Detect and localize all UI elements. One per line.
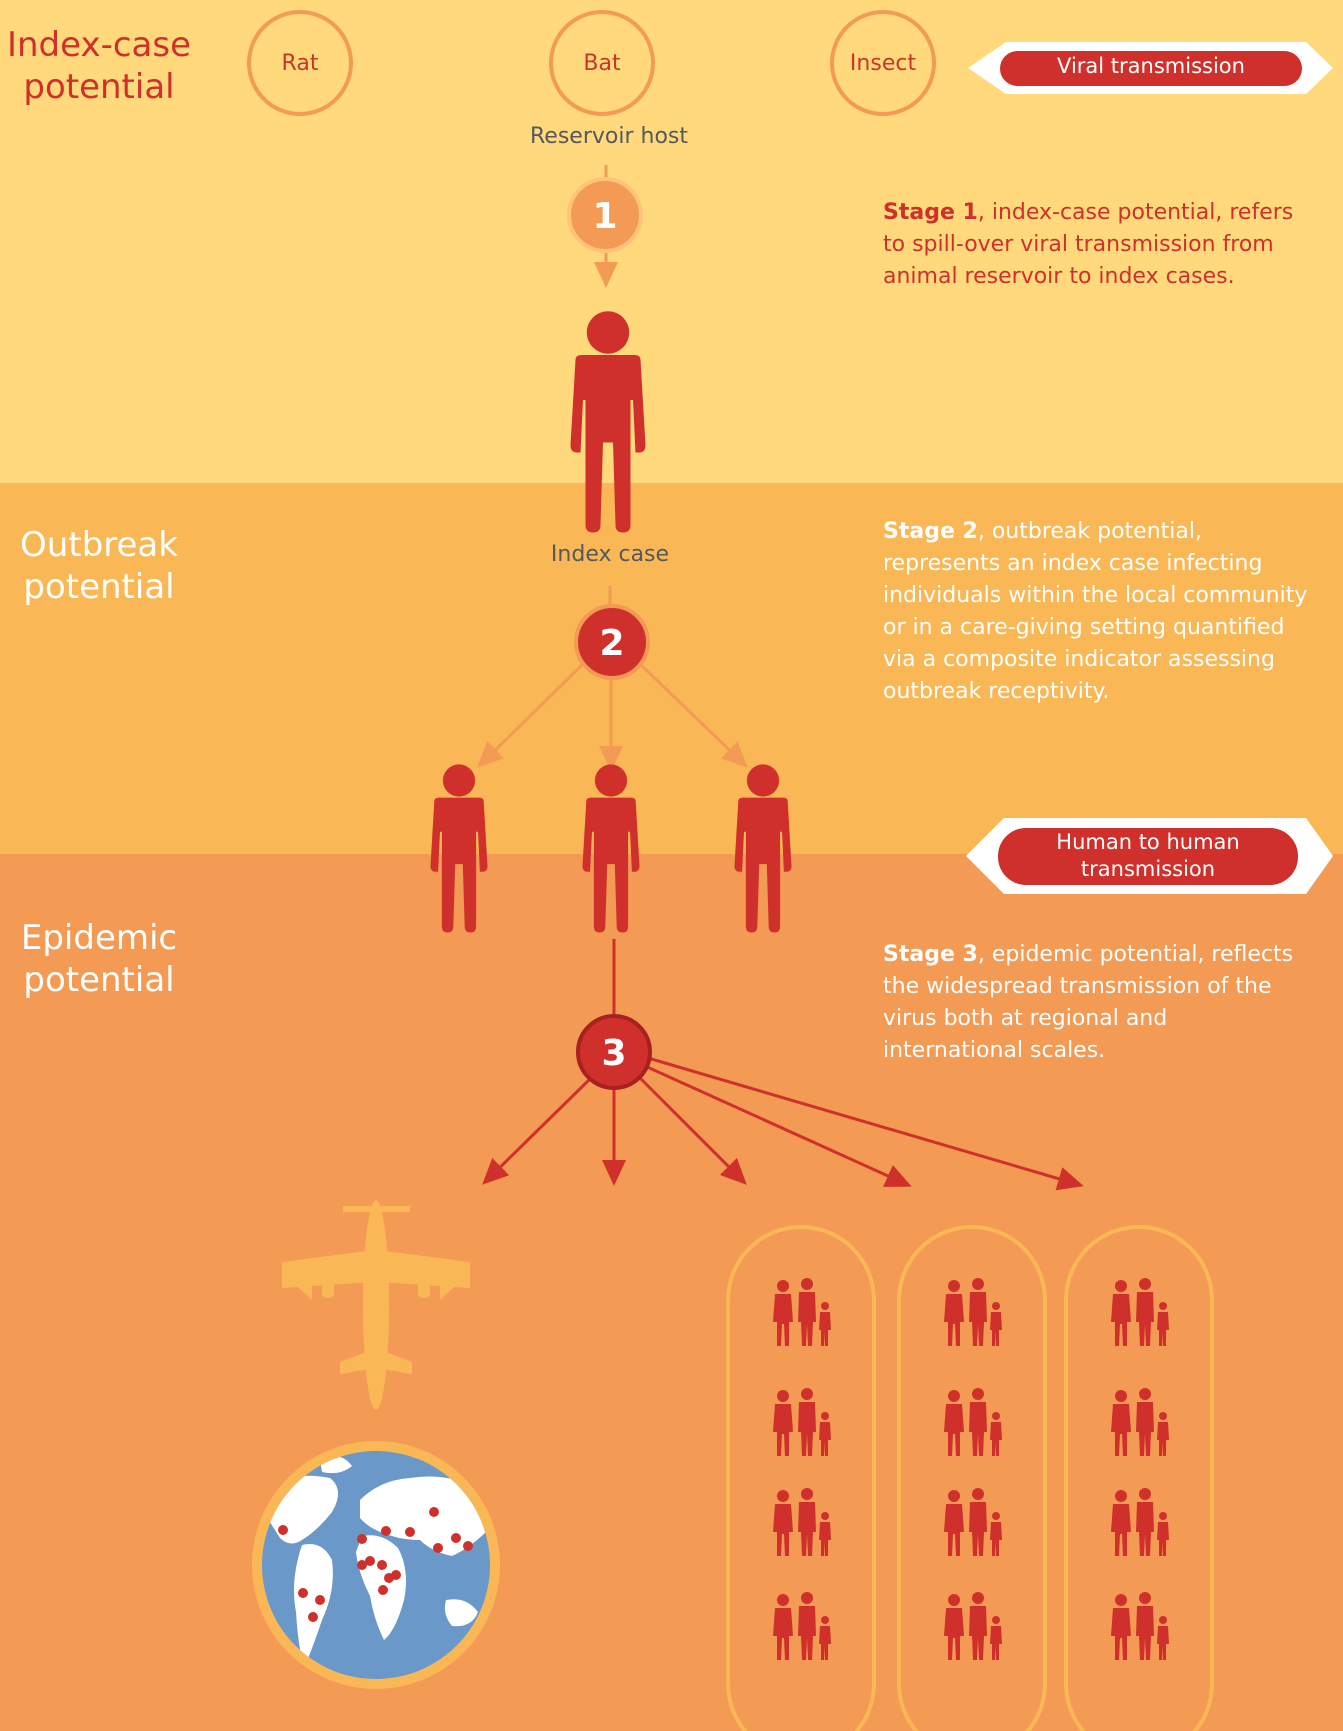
airplane-icon [282, 1200, 470, 1410]
stage-1-badge [567, 177, 643, 253]
contact-person-icon [734, 764, 792, 933]
stage-3-heading: Epidemic potential [20, 918, 178, 1000]
arrow-stage3 [644, 1064, 912, 1187]
stage-2-badge [574, 604, 650, 680]
reservoir-host-caption: Reservoir host [530, 124, 688, 149]
stage-1-heading: Index-case potential [6, 25, 192, 107]
index-case-person-icon [570, 311, 646, 533]
globe-icon [252, 1441, 500, 1689]
host-insect: Insect [830, 10, 936, 116]
stage-3-description: Stage 3, epidemic potential, reflects th… [883, 939, 1313, 1067]
arrow-stage2-left [477, 662, 585, 768]
contact-person-icon [582, 764, 640, 933]
contact-person-icon [430, 764, 488, 933]
family-group-icon [726, 1225, 876, 1731]
human-transmission-tag-bg [998, 828, 1298, 885]
stage-3-badge [576, 1014, 652, 1090]
arrow-stage3 [482, 1078, 591, 1185]
viral-transmission-tag-bg [1000, 51, 1302, 86]
stage-1-number: 1 [592, 196, 617, 237]
stage-2-number: 2 [599, 623, 624, 664]
stage-3-label: Stage 3 [883, 942, 978, 967]
family-group-icon [1064, 1225, 1214, 1731]
stage-2-description: Stage 2, outbreak potential, represents … [883, 516, 1313, 708]
viral-transmission-label: Viral transmission [1057, 54, 1245, 78]
stage-1-label: Stage 1 [883, 200, 978, 225]
arrow-stage3 [638, 1076, 747, 1185]
stage-3-number: 3 [601, 1033, 626, 1074]
host-rat: Rat [247, 10, 353, 116]
arrow-stage3 [647, 1056, 1084, 1191]
stage-3-text: , epidemic potential, reflects the wides… [883, 942, 1294, 1063]
stage-2-heading: Outbreak potential [20, 525, 178, 607]
stage-2-band [0, 483, 1343, 854]
host-bat: Bat [549, 10, 655, 116]
stage-3-band [0, 854, 1343, 1731]
stage-2-text: , outbreak potential, represents an inde… [883, 519, 1308, 704]
arrow-stage2-right [638, 662, 748, 768]
stage-2-label: Stage 2 [883, 519, 978, 544]
stage-1-description: Stage 1, index-case potential, refers to… [883, 197, 1313, 293]
index-case-caption: Index case [550, 542, 670, 567]
human-transmission-label: Human to human transmission [1056, 830, 1240, 881]
stage-1-text: , index-case potential, refers to spill-… [883, 200, 1294, 289]
family-group-icon [897, 1225, 1047, 1731]
